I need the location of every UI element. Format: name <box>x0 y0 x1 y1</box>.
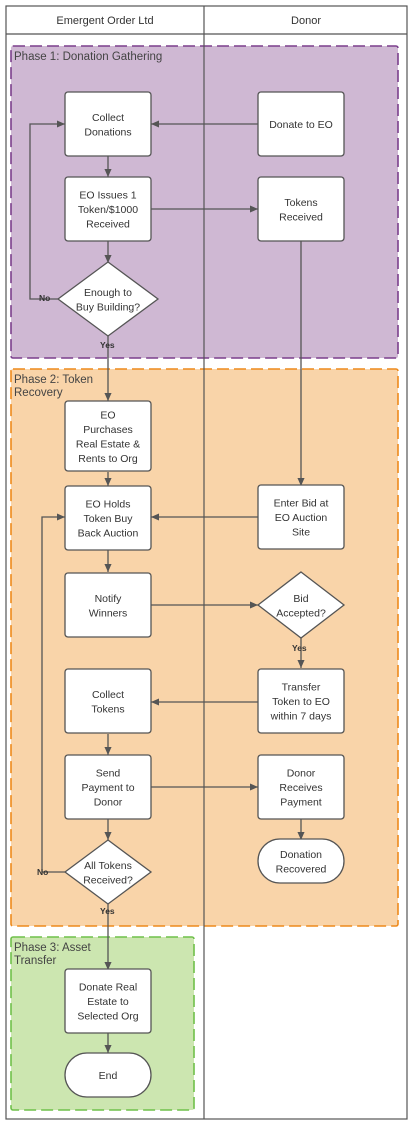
phase-p2-title: Recovery <box>14 387 63 399</box>
phase-p2-title: Phase 2: Token <box>14 374 93 386</box>
edge-label-yes-bid: Yes <box>292 643 307 653</box>
node-end: End <box>64 1052 152 1098</box>
node-label: Donor <box>287 768 316 780</box>
node-label: EO <box>100 409 115 421</box>
node-label: Enough to <box>84 287 132 299</box>
node-label: Donate Real <box>79 982 137 994</box>
node-shape <box>257 668 345 734</box>
node-shape <box>257 838 345 884</box>
node-enough: Enough to Buy Building? <box>56 261 160 337</box>
node-shape <box>64 968 152 1034</box>
node-label: Winners <box>89 607 128 619</box>
node-label: Site <box>292 527 310 539</box>
node-label: Token/$1000 <box>78 204 138 216</box>
node-shape <box>64 176 152 242</box>
node-label: Collect <box>92 112 124 124</box>
node-label: EO Auction <box>275 512 328 524</box>
node-label: Tokens <box>284 197 317 209</box>
node-shape <box>56 261 160 337</box>
node-label: Transfer <box>282 682 321 694</box>
node-label: Purchases <box>83 424 133 436</box>
node-label: Received? <box>83 874 133 886</box>
node-label: Token to EO <box>272 696 330 708</box>
node-shape <box>64 400 152 472</box>
node-label: Accepted? <box>276 607 326 619</box>
lane-header-eo: Emergent Order Ltd <box>56 15 153 27</box>
node-shape <box>64 754 152 820</box>
node-label: Enter Bid at <box>274 498 329 510</box>
node-label: Donation <box>280 849 322 861</box>
node-label: Real Estate & <box>76 438 140 450</box>
node-label: Notify <box>95 593 123 605</box>
node-label: Received <box>279 211 323 223</box>
node-label: Tokens <box>91 703 124 715</box>
node-label: Token Buy <box>83 513 133 525</box>
lane-header-donor: Donor <box>291 15 321 27</box>
node-label: Selected Org <box>77 1011 138 1023</box>
edge-label-no-all-tokens: No <box>37 867 48 877</box>
phase-p3-title: Transfer <box>14 955 57 967</box>
node-shape <box>64 485 152 551</box>
node-label: EO Issues 1 <box>79 190 136 202</box>
node-label: End <box>99 1070 118 1082</box>
phase-p3-title: Phase 3: Asset <box>14 942 92 954</box>
node-label: Donate to EO <box>269 119 333 131</box>
edge-label-no-enough: No <box>39 293 50 303</box>
node-shape <box>64 91 152 157</box>
node-label: Rents to Org <box>78 453 138 465</box>
node-label: Received <box>86 219 130 231</box>
node-label: within 7 days <box>270 711 332 723</box>
edge-label-yes-enough: Yes <box>100 340 115 350</box>
phase-p1-title: Phase 1: Donation Gathering <box>14 51 162 63</box>
node-label: Donations <box>84 126 131 138</box>
node-label: Bid <box>293 593 308 605</box>
node-label: EO Holds <box>86 499 131 511</box>
edge-label-yes-all-tokens: Yes <box>100 906 115 916</box>
node-shape <box>64 1052 152 1098</box>
node-shape <box>257 91 345 157</box>
node-label: All Tokens <box>84 860 132 872</box>
edge-no-loop-alltokens <box>41 513 66 873</box>
node-label: Payment <box>280 797 322 809</box>
node-shape <box>257 176 345 242</box>
node-label: Estate to <box>87 996 129 1008</box>
node-shape <box>256 571 346 639</box>
edge-no-loop-enough <box>29 120 65 300</box>
node-label: Receives <box>279 782 322 794</box>
node-shape <box>63 839 153 905</box>
node-label: Back Auction <box>78 528 139 540</box>
node-label: Donor <box>94 797 123 809</box>
node-shape <box>64 668 152 734</box>
node-label: Payment to <box>81 782 134 794</box>
node-label: Collect <box>92 689 124 701</box>
node-shape <box>257 754 345 820</box>
node-label: Send <box>96 768 121 780</box>
node-shape <box>257 484 345 550</box>
node-label: Recovered <box>276 863 327 875</box>
node-label: Buy Building? <box>76 301 140 313</box>
node-donate-to-eo: Donate to EO <box>257 91 345 157</box>
node-shape <box>64 572 152 638</box>
